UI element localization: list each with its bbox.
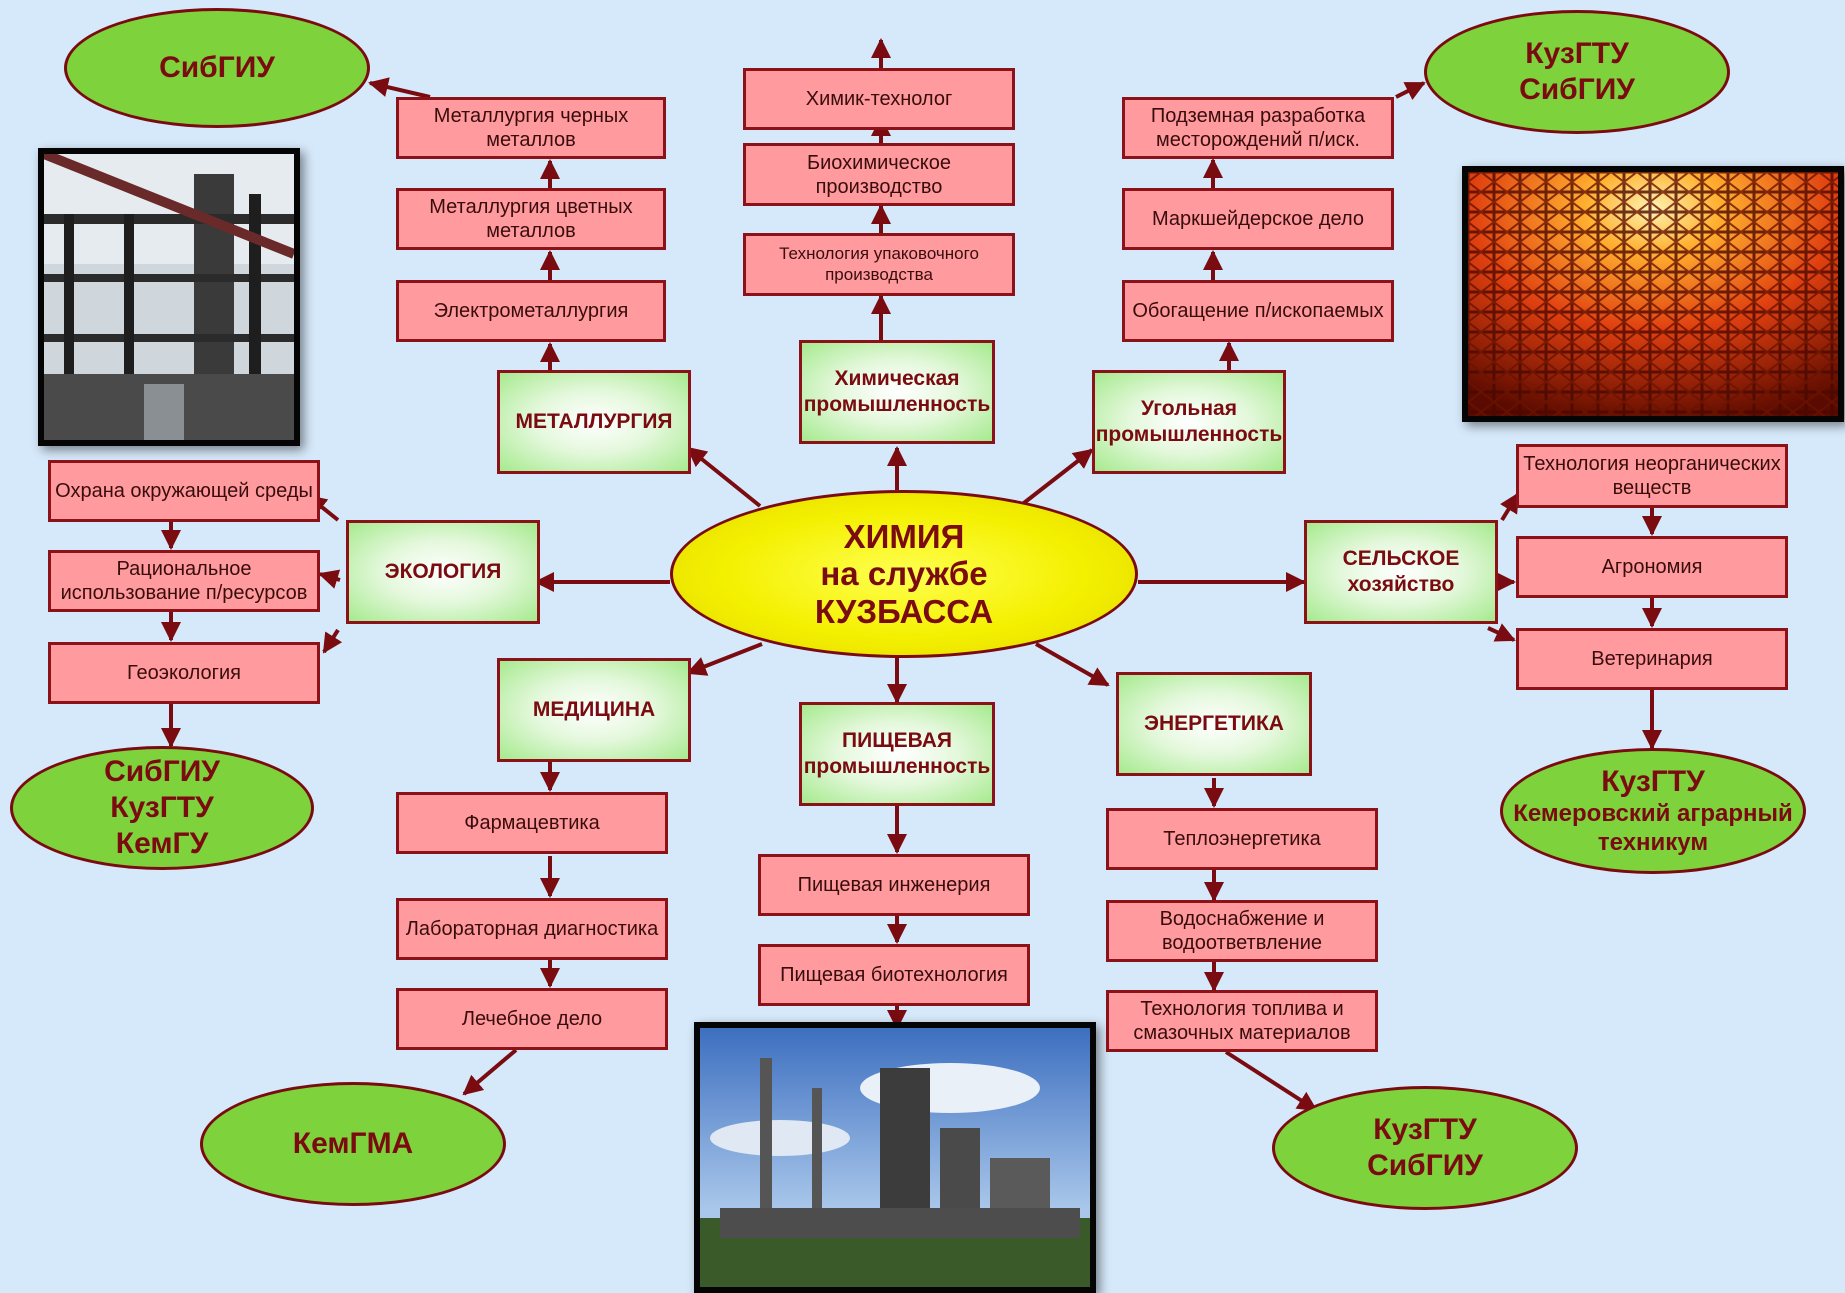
specialty-inorganic-substances: Технология неорганических веществ (1516, 444, 1788, 508)
center-title-line1: ХИМИЯ (843, 518, 965, 556)
specialty-electrometallurgy: Электрометаллургия (396, 280, 666, 342)
specialty-pharmacy: Фармацевтика (396, 792, 668, 854)
university-medicine: КемГМА (200, 1082, 506, 1206)
specialty-packaging-technology: Технология упаковочного производства (743, 233, 1015, 296)
university-metallurgy: СибГИУ (64, 8, 370, 128)
university-ecology: СибГИУ КузГТУ КемГУ (10, 746, 314, 870)
university-agriculture: КузГТУ Кемеровский аграрный техникум (1500, 748, 1806, 874)
specialty-general-medicine: Лечебное дело (396, 988, 668, 1050)
category-medicine: МЕДИЦИНА (497, 658, 691, 762)
category-agriculture: СЕЛЬСКОЕ хозяйство (1304, 520, 1498, 624)
glowing-coal-photo (1462, 166, 1844, 422)
specialty-heat-power: Теплоэнергетика (1106, 808, 1378, 870)
specialty-food-engineering: Пищевая инженерия (758, 854, 1030, 916)
center-title-line3: КУЗБАССА (814, 592, 994, 630)
category-ecology: ЭКОЛОГИЯ (346, 520, 540, 624)
specialty-mine-surveying: Маркшейдерское дело (1122, 188, 1394, 250)
specialty-fuel-lubricants: Технология топлива и смазочных материало… (1106, 990, 1378, 1052)
category-chemical-industry: Химическая промышленность (799, 340, 995, 444)
specialty-environmental-protection: Охрана окружающей среды (48, 460, 320, 522)
specialty-resource-management: Рациональное использование п/ресурсов (48, 550, 320, 612)
arrow-center-metallurgy (686, 446, 762, 508)
chemical-plant-photo (694, 1022, 1096, 1293)
specialty-biochemical-production: Биохимическое производство (743, 143, 1015, 206)
specialty-mineral-processing: Обогащение п/ископаемых (1122, 280, 1394, 342)
category-coal-industry: Угольная промышленность (1092, 370, 1286, 474)
center-title-line2: на службе (820, 555, 988, 593)
specialty-veterinary: Ветеринария (1516, 628, 1788, 690)
specialty-ferrous-metallurgy: Металлургия черных металлов (396, 97, 666, 159)
specialty-food-biotechnology: Пищевая биотехнология (758, 944, 1030, 1006)
category-metallurgy: МЕТАЛЛУРГИЯ (497, 370, 691, 474)
arrow-center-coal (1018, 448, 1094, 508)
center-topic: ХИМИЯ на службе КУЗБАССА (670, 490, 1138, 658)
arrow-center-medicine (686, 642, 763, 676)
university-coal: КузГТУ СибГИУ (1424, 10, 1730, 134)
category-food-industry: ПИЩЕВАЯ промышленность (799, 702, 995, 806)
specialty-laboratory-diagnostics: Лабораторная диагностика (396, 898, 668, 960)
specialty-water-supply: Водоснабжение и водоответвление (1106, 900, 1378, 962)
university-energy: КузГТУ СибГИУ (1272, 1086, 1578, 1210)
arrow-center-energy (1035, 642, 1110, 687)
specialty-agronomy: Агрономия (1516, 536, 1788, 598)
specialty-nonferrous-metallurgy: Металлургия цветных металлов (396, 188, 666, 250)
specialty-geoecology: Геоэкология (48, 642, 320, 704)
specialty-chemist-technologist: Химик-технолог (743, 68, 1015, 130)
category-energy: ЭНЕРГЕТИКА (1116, 672, 1312, 776)
steel-plant-photo (38, 148, 300, 446)
specialty-underground-mining: Подземная разработка месторождений п/иск… (1122, 97, 1394, 159)
